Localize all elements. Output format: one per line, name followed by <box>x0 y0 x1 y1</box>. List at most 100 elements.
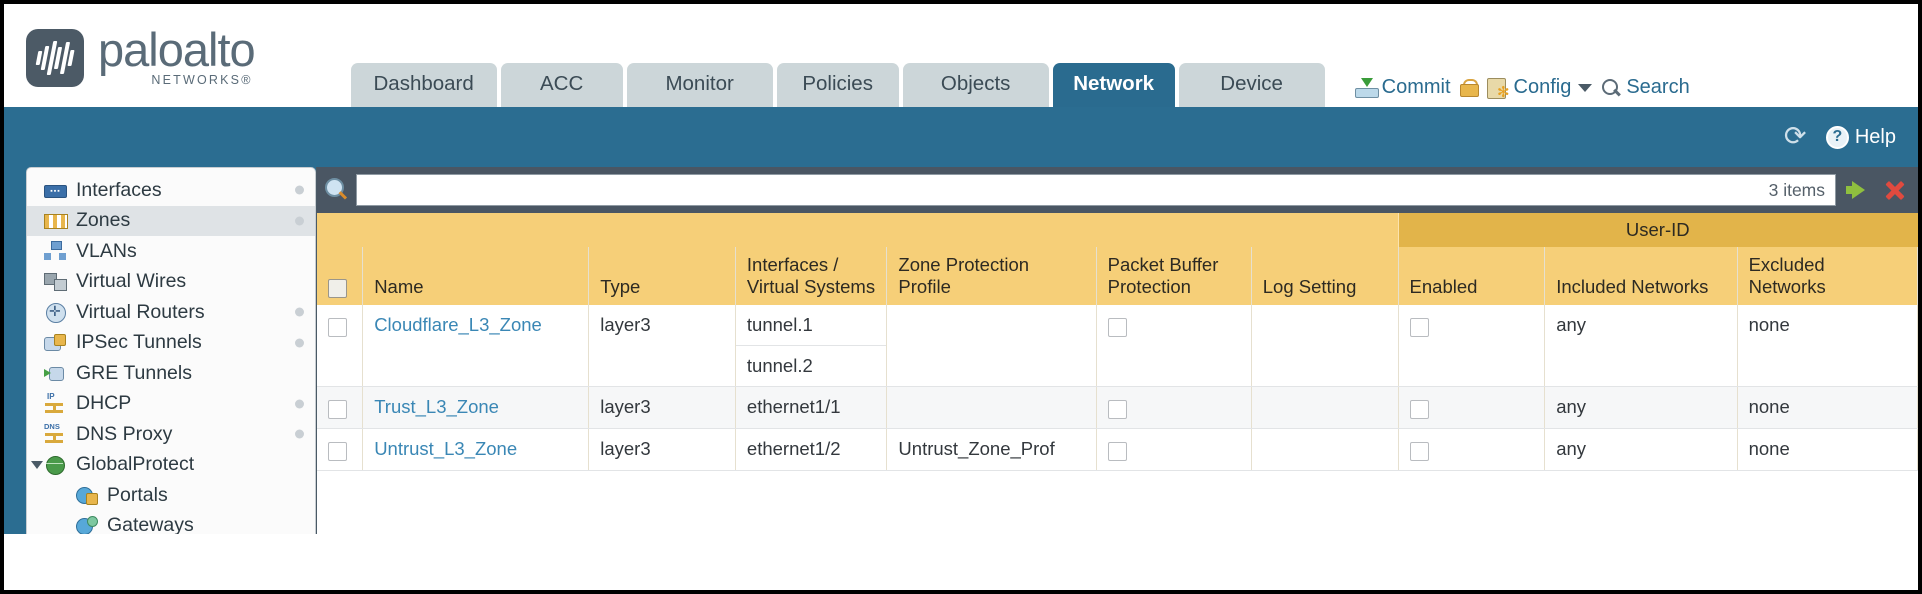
cell-packet-buffer-protection <box>1096 386 1252 429</box>
cell-included-networks: any <box>1544 428 1738 471</box>
sidebar-item-label: Zones <box>76 209 131 232</box>
cell-excluded-networks: none <box>1737 428 1918 471</box>
clear-filter-button[interactable] <box>1880 175 1910 205</box>
column-header-packet-buffer-protection[interactable]: Packet Buffer Protection <box>1096 247 1252 305</box>
cell-interfaces: ethernet1/2 <box>735 428 888 471</box>
status-dot <box>295 307 304 317</box>
table-row[interactable]: Untrust_L3_Zone layer3 ethernet1/2 Untru… <box>317 428 1918 471</box>
packet-buffer-protection-checkbox[interactable] <box>1107 317 1127 337</box>
tab-acc[interactable]: ACC <box>500 63 623 107</box>
paloalto-logo: paloalto NETWORKS® <box>26 26 256 87</box>
table-group-header-row: User-ID <box>317 213 1918 247</box>
column-header-enabled[interactable]: Enabled <box>1398 247 1546 305</box>
config-menu[interactable]: Config <box>1486 76 1593 100</box>
tab-dashboard[interactable]: Dashboard <box>350 63 497 107</box>
sidebar-item-label: Virtual Wires <box>76 270 187 293</box>
row-checkbox[interactable] <box>328 399 347 419</box>
main-content-panel: 3 items <box>316 167 1918 534</box>
zone-link[interactable]: Trust_L3_Zone <box>374 396 499 417</box>
select-all-checkbox[interactable] <box>328 278 347 298</box>
search-input[interactable] <box>357 175 1769 205</box>
interface-entry: ethernet1/1 <box>746 396 841 417</box>
cell-log-setting <box>1251 386 1399 429</box>
sidebar-item-vlans[interactable]: VLANs <box>27 236 315 267</box>
help-label: Help <box>1854 125 1896 148</box>
search-button[interactable]: Search <box>1601 76 1690 99</box>
row-select-cell <box>317 428 364 471</box>
sidebar-item-virtual-wires[interactable]: Virtual Wires <box>27 267 315 298</box>
cell-excluded-networks: none <box>1737 305 1918 387</box>
apply-filter-button[interactable] <box>1843 175 1873 205</box>
chevron-down-icon <box>31 460 43 469</box>
tab-monitor[interactable]: Monitor <box>626 63 773 107</box>
cell-log-setting <box>1251 428 1399 471</box>
tab-device[interactable]: Device <box>1178 63 1325 107</box>
zone-link[interactable]: Untrust_L3_Zone <box>374 438 518 459</box>
sidebar-item-label: Virtual Routers <box>76 300 205 323</box>
column-header-included-networks[interactable]: Included Networks <box>1544 247 1738 305</box>
column-header-zone-protection-profile[interactable]: Zone Protection Profile <box>886 247 1097 305</box>
brand-tagline: NETWORKS® <box>151 73 253 87</box>
column-header-type[interactable]: Type <box>588 247 736 305</box>
help-button[interactable]: ? Help <box>1825 125 1896 149</box>
interface-entry: tunnel.1 <box>735 305 887 346</box>
column-header-interfaces[interactable]: Interfaces / Virtual Systems <box>735 247 888 305</box>
sidebar-item-ipsec-tunnels[interactable]: IPSec Tunnels <box>27 328 315 359</box>
cell-type: layer3 <box>588 428 736 471</box>
sidebar-item-gateways[interactable]: Gateways <box>27 511 315 534</box>
portals-icon <box>75 485 98 506</box>
search-icon[interactable] <box>323 177 349 203</box>
cell-userid-enabled <box>1398 305 1546 387</box>
config-icon <box>1486 77 1510 100</box>
userid-enabled-checkbox[interactable] <box>1409 399 1429 419</box>
column-header-name[interactable]: Name <box>362 247 590 305</box>
table-header-row: Name Type Interfaces / Virtual Systems Z… <box>317 247 1918 305</box>
cell-type: layer3 <box>588 305 736 387</box>
question-mark-icon: ? <box>1825 125 1849 149</box>
chevron-down-icon <box>1578 83 1593 92</box>
gre-tunnels-icon <box>44 363 67 383</box>
userid-enabled-checkbox[interactable] <box>1409 317 1429 337</box>
sidebar-item-gre-tunnels[interactable]: GRE Tunnels <box>27 358 315 389</box>
zones-table: User-ID Name Type Interfaces / Virtual S… <box>317 213 1918 471</box>
tab-network[interactable]: Network <box>1052 63 1175 107</box>
select-all-header <box>317 247 364 305</box>
interfaces-icon <box>44 185 67 199</box>
sidebar-item-label: IPSec Tunnels <box>76 331 202 354</box>
table-row[interactable]: Trust_L3_Zone layer3 ethernet1/1 <box>317 386 1918 429</box>
cell-log-setting <box>1251 305 1399 387</box>
status-dot <box>295 216 304 226</box>
header-actions: Commit Config Search <box>1354 76 1690 100</box>
tab-policies[interactable]: Policies <box>776 63 899 107</box>
lock-icon[interactable] <box>1459 78 1479 98</box>
sidebar-item-zones[interactable]: Zones <box>27 205 315 236</box>
sidebar-item-virtual-routers[interactable]: Virtual Routers <box>27 297 315 328</box>
row-select-cell <box>317 305 364 387</box>
column-header-excluded-networks[interactable]: Excluded Networks <box>1737 247 1918 305</box>
sidebar-item-portals[interactable]: Portals <box>27 480 315 511</box>
group-header-userid: User-ID <box>1398 213 1918 247</box>
cell-interfaces: tunnel.1 tunnel.2 <box>735 305 888 387</box>
packet-buffer-protection-checkbox[interactable] <box>1107 399 1127 419</box>
cell-zone-protection-profile: Untrust_Zone_Prof <box>886 428 1097 471</box>
page-body: Interfaces Zones VLANs Virtual Wires Vir… <box>4 167 1918 534</box>
refresh-icon[interactable] <box>1784 125 1810 149</box>
userid-enabled-checkbox[interactable] <box>1409 441 1429 461</box>
search-label: Search <box>1626 76 1690 98</box>
commit-icon <box>1354 77 1379 98</box>
gateways-icon <box>75 515 98 534</box>
sidebar-item-globalprotect[interactable]: GlobalProtect <box>27 450 315 481</box>
dhcp-icon <box>44 392 67 414</box>
table-row[interactable]: Cloudflare_L3_Zone layer3 tunnel.1 tunne… <box>317 305 1918 387</box>
row-checkbox[interactable] <box>328 441 347 461</box>
commit-button[interactable]: Commit <box>1354 76 1451 99</box>
zone-link[interactable]: Cloudflare_L3_Zone <box>374 314 542 335</box>
column-header-log-setting[interactable]: Log Setting <box>1251 247 1399 305</box>
packet-buffer-protection-checkbox[interactable] <box>1107 441 1127 461</box>
sidebar-item-dns-proxy[interactable]: DNS Proxy <box>27 419 315 450</box>
row-checkbox[interactable] <box>328 317 347 337</box>
sidebar-item-interfaces[interactable]: Interfaces <box>27 175 315 206</box>
sidebar-item-dhcp[interactable]: DHCP <box>27 389 315 420</box>
tab-objects[interactable]: Objects <box>902 63 1049 107</box>
